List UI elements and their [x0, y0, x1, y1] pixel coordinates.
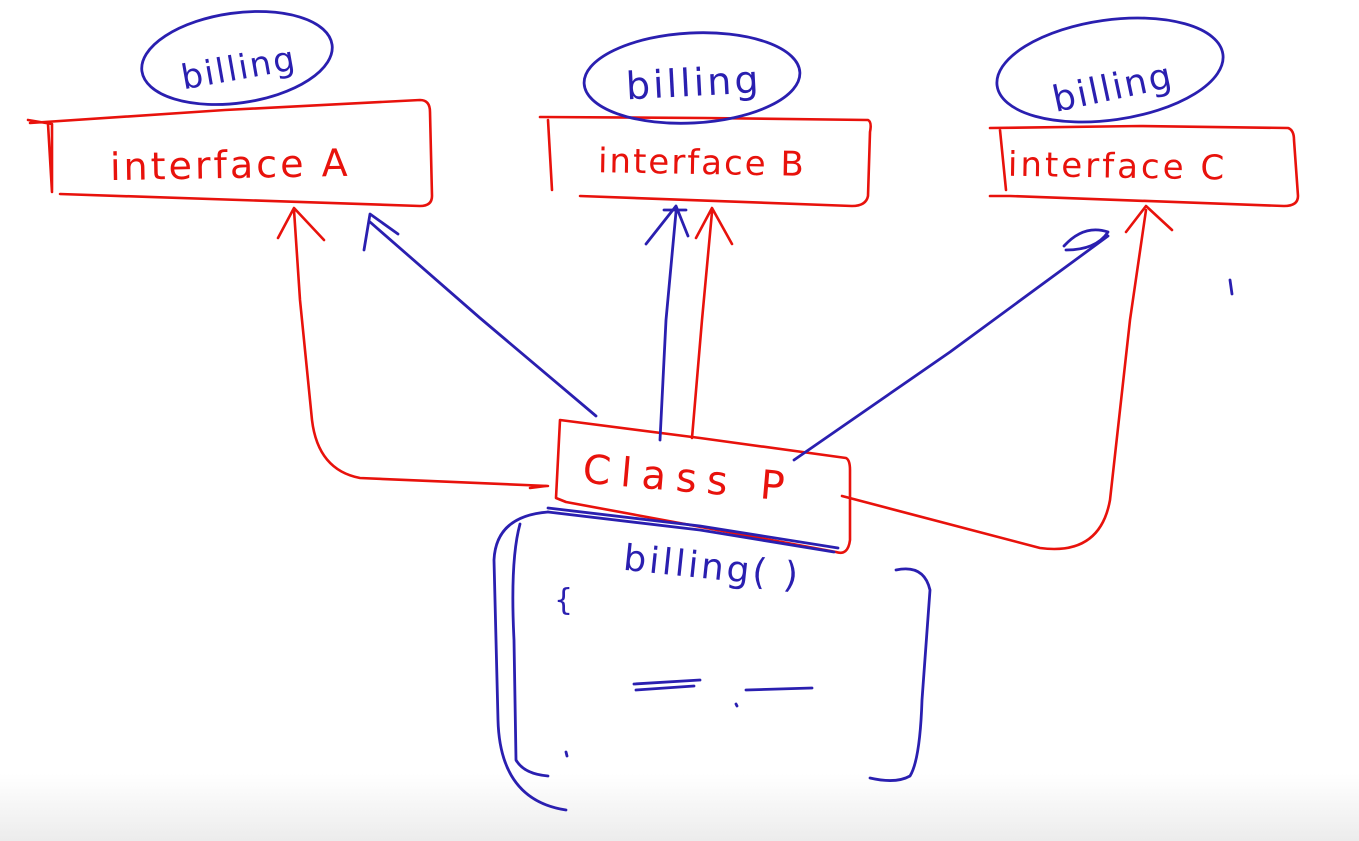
link-p-to-c	[792, 228, 1110, 462]
interface-c-box	[988, 124, 1300, 208]
class-p: Class P	[554, 418, 852, 555]
left-bracket	[492, 510, 568, 812]
inheritance-arrows	[276, 204, 1174, 551]
method-dot	[564, 750, 569, 758]
billing-ellipse-c	[995, 16, 1225, 124]
interface-b-label: interface B	[598, 141, 806, 185]
interface-b-billing: billing	[625, 57, 763, 108]
interface-a-box	[26, 98, 434, 208]
class-p-label: Class P	[581, 447, 796, 511]
interface-a-label: interface A	[110, 141, 351, 189]
method-links	[362, 204, 1110, 462]
class-p-box	[554, 418, 852, 555]
billing-method-body: billing( ) {	[492, 506, 932, 812]
method-underline	[546, 506, 840, 554]
billing-ellipse-a	[140, 10, 334, 106]
method-open-brace: {	[554, 583, 573, 618]
interface-b: interface B billing	[538, 31, 872, 208]
interface-b-box	[538, 115, 872, 208]
arrow-p-to-a	[276, 206, 550, 488]
arrow-p-to-b	[690, 206, 734, 440]
arrow-stub	[528, 484, 548, 490]
billing-ellipse-b	[582, 31, 802, 125]
link-p-to-b	[644, 204, 690, 442]
interface-a-billing: billing	[178, 39, 300, 99]
method-statement	[632, 678, 814, 708]
stray-mark	[1228, 278, 1234, 296]
arrow-p-to-c	[840, 204, 1174, 551]
interface-c-label: interface C	[1008, 145, 1228, 189]
right-brace	[868, 567, 932, 782]
method-name: billing( )	[621, 538, 802, 597]
interface-a: interface A billing	[26, 10, 434, 208]
interface-c: interface C billing	[988, 16, 1300, 208]
link-p-to-a	[362, 212, 598, 418]
